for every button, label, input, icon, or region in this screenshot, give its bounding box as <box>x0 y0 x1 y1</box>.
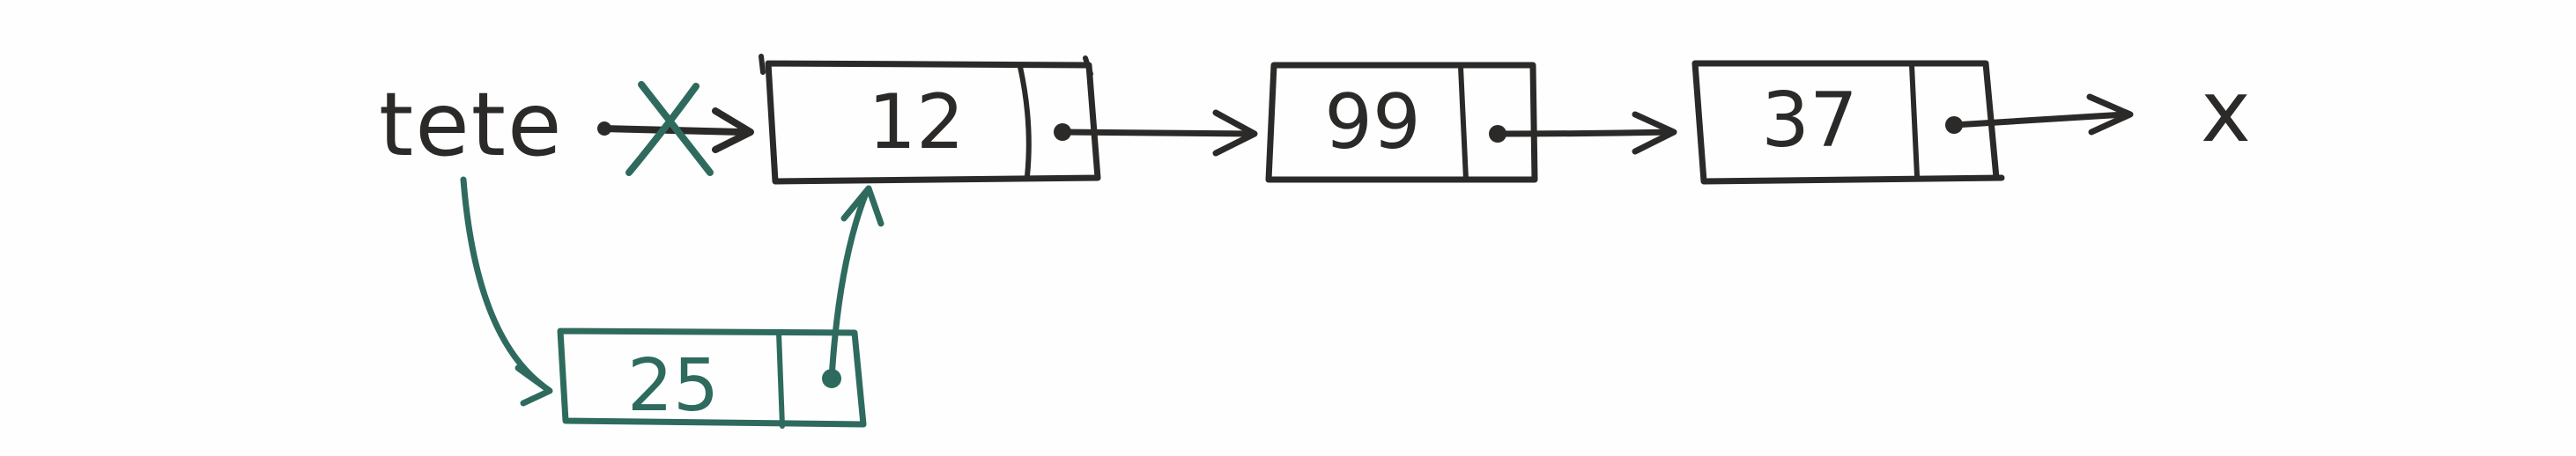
node-value: 12 <box>868 78 964 166</box>
new-head-arrow <box>460 176 553 407</box>
next-pointer-arrow <box>1945 93 2134 136</box>
null-marker: x <box>2201 63 2251 161</box>
next-pointer-arrow <box>1489 111 1677 155</box>
list-node: 12 <box>759 54 1101 185</box>
list-node: 37 <box>1691 60 2005 185</box>
new-node-next-arrow <box>822 185 885 388</box>
new-list-node: 25 <box>557 327 867 429</box>
node-value: 37 <box>1761 77 1857 165</box>
cross-out-mark <box>625 81 714 176</box>
node-value: 25 <box>627 344 719 428</box>
list-node: 99 <box>1265 62 1538 183</box>
next-pointer-arrow <box>1054 109 1258 157</box>
node-value: 99 <box>1324 78 1420 166</box>
head-label: tete <box>379 73 563 176</box>
old-head-arrow <box>597 107 754 153</box>
